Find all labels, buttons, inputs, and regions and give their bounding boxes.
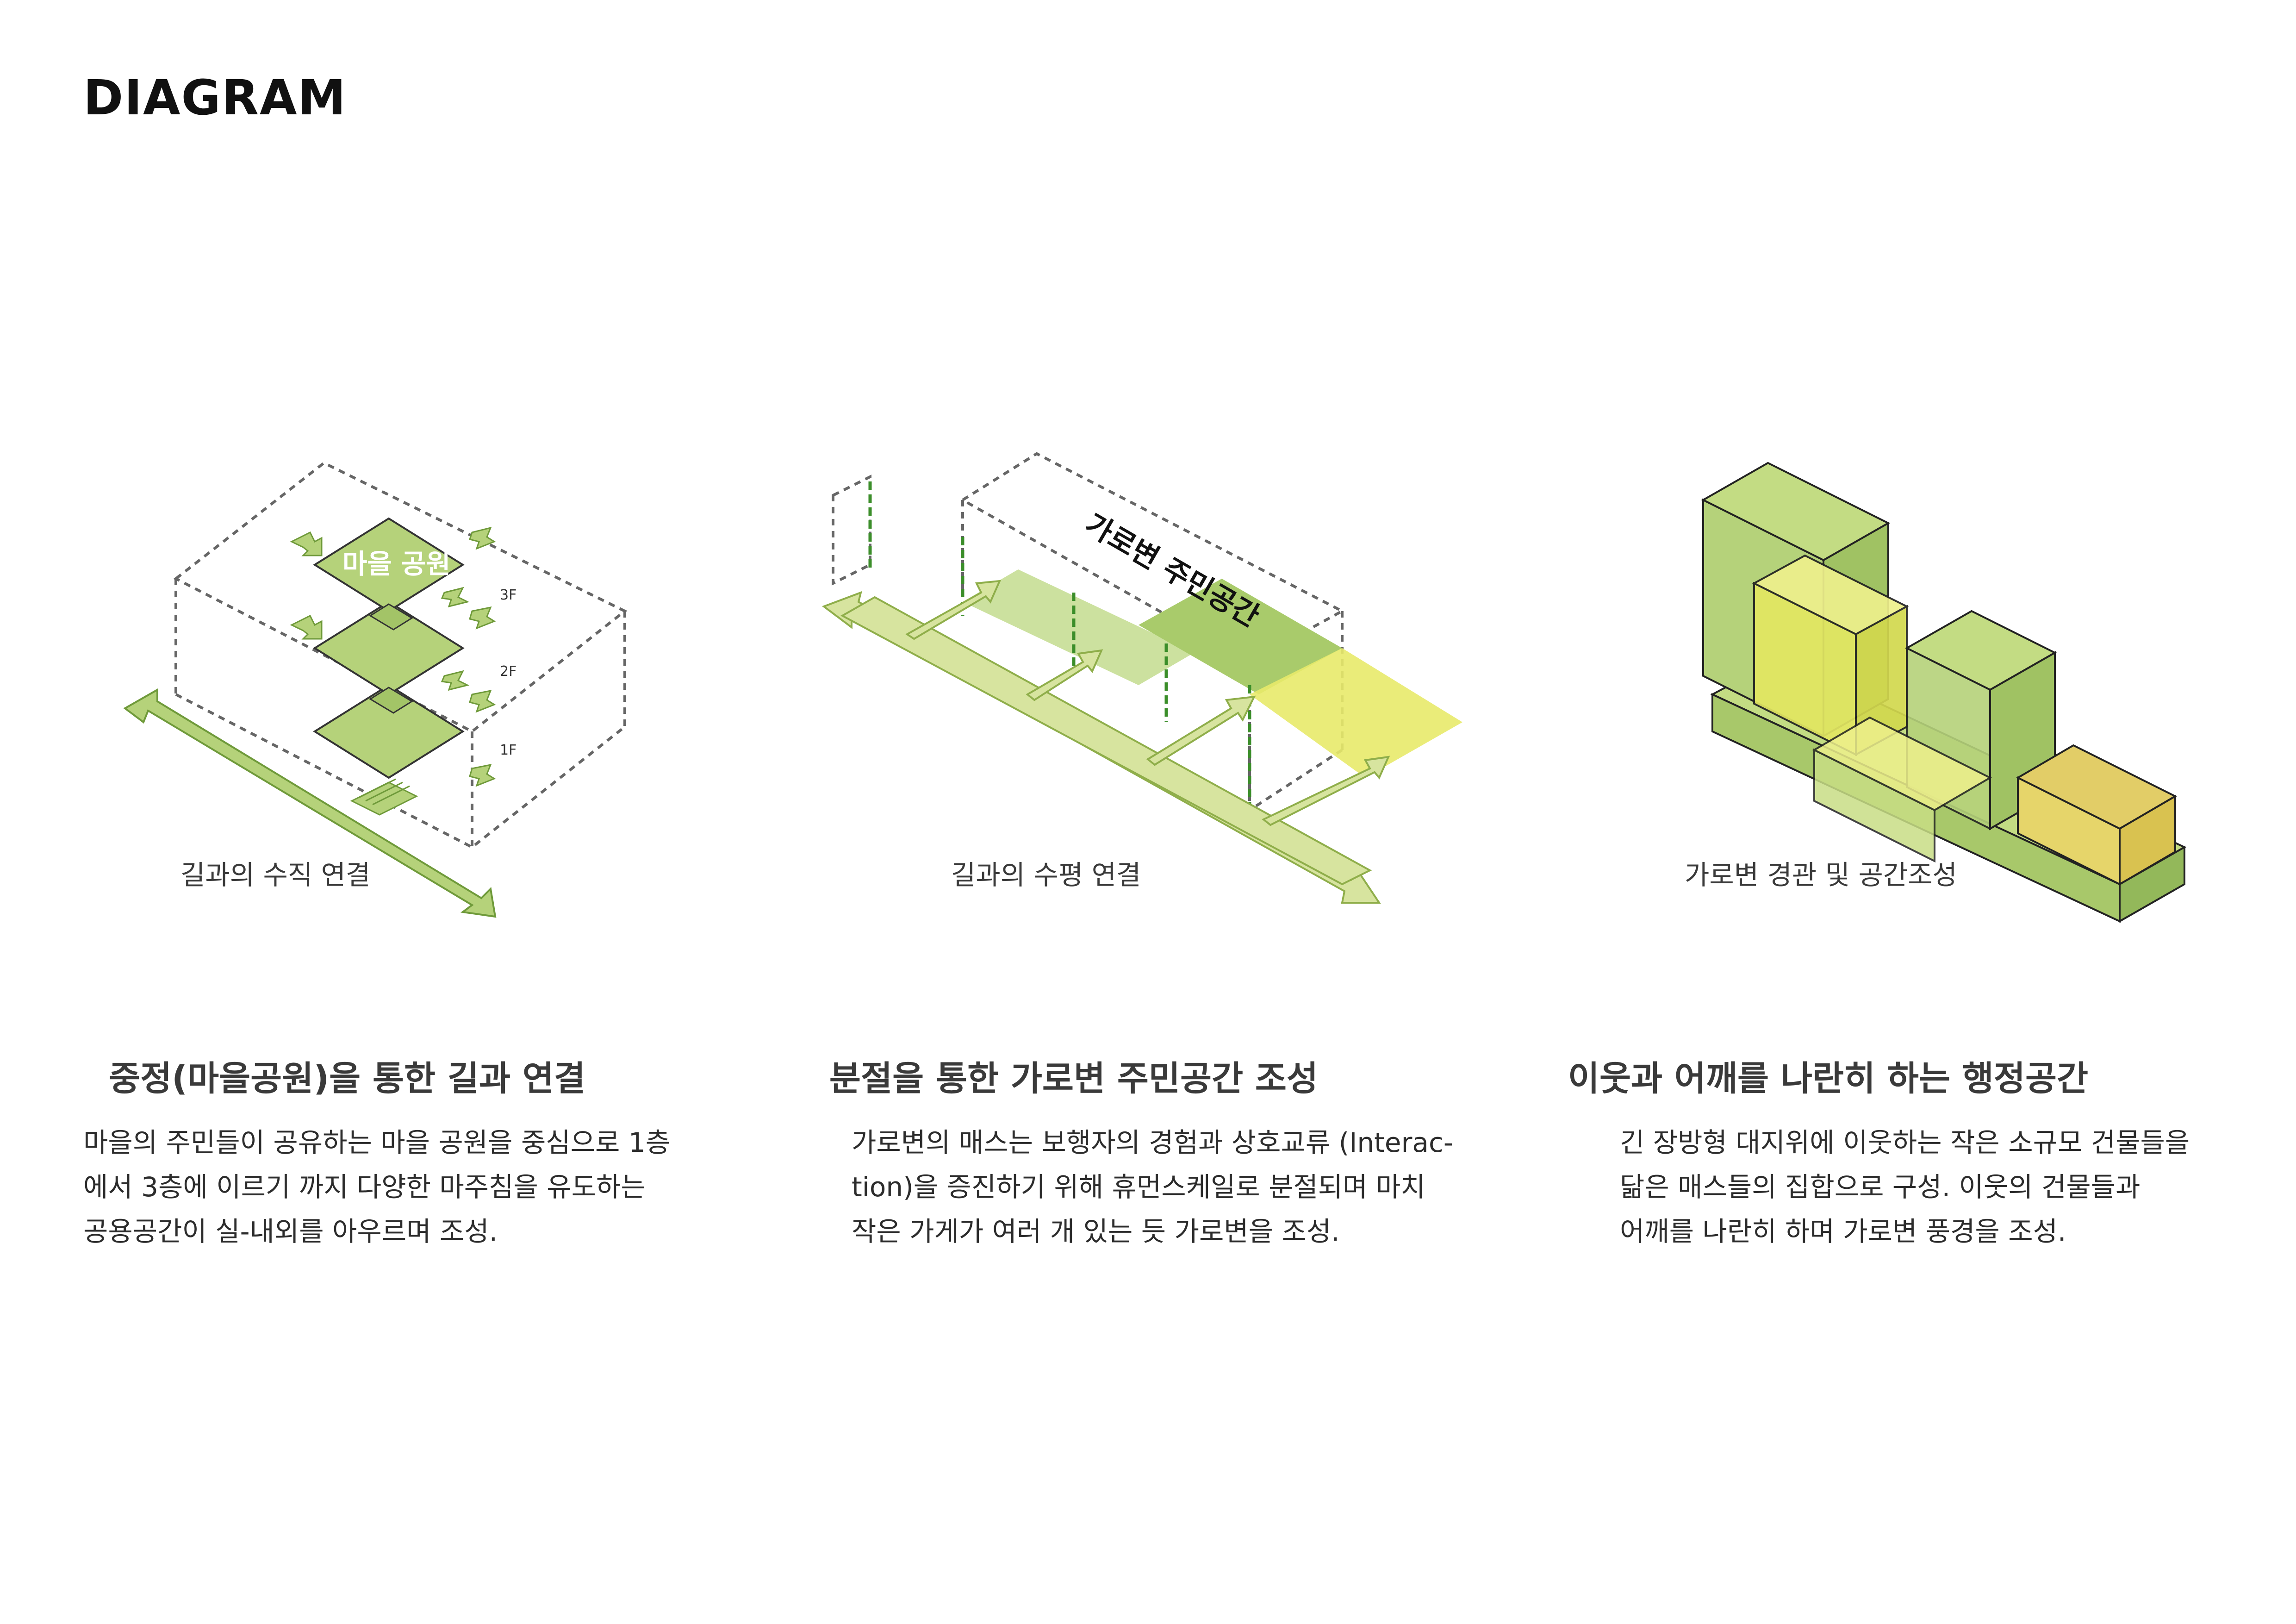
street-arrow: [123, 688, 497, 918]
diagram-caption: 길과의 수직 연결: [180, 859, 370, 891]
street-arrow: [821, 591, 1381, 904]
floor-slab-2f: [313, 600, 465, 696]
diagram-vertical-connection: 마을 공원 3F 2F 1F 길과의 수직 연결: [93, 417, 833, 949]
floor-label-1f: 1F: [500, 742, 516, 758]
section-body-3: 긴 장방형 대지위에 이웃하는 작은 소규모 건물들을 닮은 매스들의 집합으로…: [1620, 1120, 2221, 1254]
diagram-caption: 길과의 수평 연결: [951, 859, 1141, 891]
floor-label-2f: 2F: [500, 663, 516, 680]
body-line: 에서 3층에 이르기 까지 다양한 마주침을 유도하는: [83, 1171, 646, 1203]
streetscape-drawing: 가로변 경관 및 공간조성: [1685, 462, 2187, 923]
diagram-horizontal-connection: 가로변 주민공간 길과의 수평 연결: [821, 417, 1564, 949]
building-outline-dashed: [173, 461, 628, 849]
yellow-mass: [1250, 648, 1462, 778]
page-title: DIAGRAM: [83, 69, 347, 126]
body-line: 마을의 주민들이 공유하는 마을 공원을 중심으로 1층: [83, 1127, 671, 1158]
body-line: 작은 가게가 여러 개 있는 듯 가로변을 조성.: [852, 1216, 1340, 1247]
segmentation-lines: [868, 481, 1251, 810]
diagram-caption: 가로변 경관 및 공간조성: [1685, 859, 1957, 891]
section-heading-2: 분절을 통한 가로변 주민공간 조성: [829, 1059, 1319, 1099]
body-line: tion)을 증진하기 위해 휴먼스케일로 분절되며 마치: [852, 1171, 1425, 1203]
section-body-2: 가로변의 매스는 보행자의 경험과 상호교류 (Interac- tion)을 …: [852, 1120, 1453, 1254]
section-heading-1: 중정(마을공원)을 통한 길과 연결: [109, 1059, 585, 1099]
movement-arrows: [290, 526, 496, 787]
floor-slab-1f: [313, 684, 465, 779]
floor-slab-3f-park: [313, 517, 465, 612]
body-line: 가로변의 매스는 보행자의 경험과 상호교류 (Interac-: [852, 1127, 1453, 1158]
horizontal-connection-drawing: 가로변 주민공간 길과의 수평 연결: [821, 452, 1462, 904]
vertical-connection-drawing: 마을 공원 3F 2F 1F 길과의 수직 연결: [123, 461, 628, 918]
park-label: 마을 공원: [342, 548, 451, 580]
body-line: 어깨를 나란히 하며 가로변 풍경을 조성.: [1620, 1216, 2066, 1247]
section-body-1: 마을의 주민들이 공유하는 마을 공원을 중심으로 1층 에서 3층에 이르기 …: [83, 1120, 685, 1254]
mass-yellow-right: [2016, 744, 2178, 886]
branch-arrows: [905, 580, 1390, 826]
diagram-streetscape: 가로변 경관 및 공간조성: [1574, 417, 2296, 949]
body-line: 닮은 매스들의 집합으로 구성. 이웃의 건물들과: [1620, 1171, 2140, 1203]
body-line: 공용공간이 실-내외를 아우르며 조성.: [83, 1216, 498, 1247]
body-line: 긴 장방형 대지위에 이웃하는 작은 소규모 건물들을: [1620, 1127, 2190, 1158]
floor-label-3f: 3F: [500, 587, 516, 603]
green-mass-1: [963, 569, 1194, 685]
green-mass-2: [1139, 579, 1342, 694]
mass-low-wing: [1812, 716, 1992, 863]
section-heading-3: 이웃과 어깨를 나란히 하는 행정공간: [1568, 1059, 2089, 1099]
